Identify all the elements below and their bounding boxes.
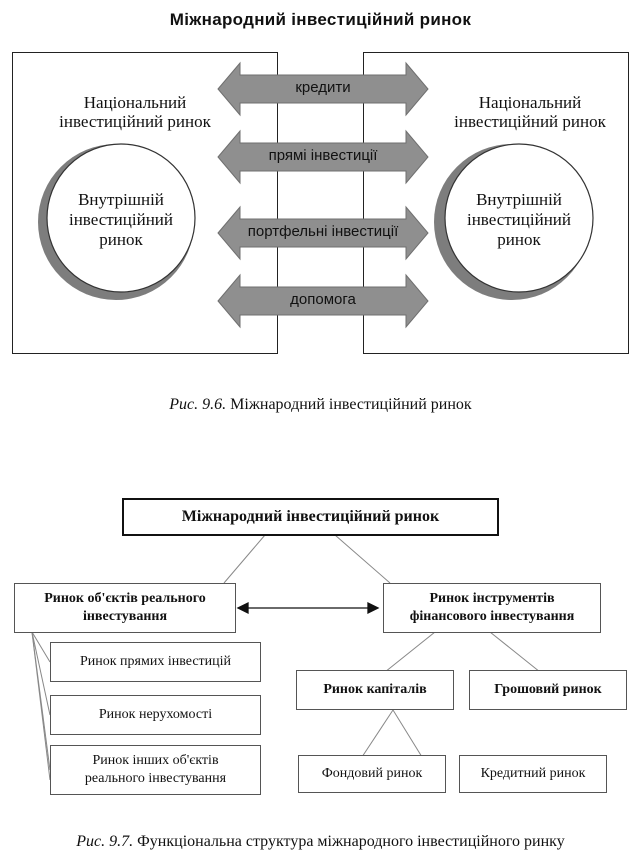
left-inner-line1: Внутрішній xyxy=(78,190,164,209)
bidirectional-link-arrow xyxy=(236,601,380,615)
left-inner-line3: ринок xyxy=(99,230,143,249)
figure1-caption-text: Міжнародний інвестиційний ринок xyxy=(230,396,472,413)
left-national-line1: Національний xyxy=(83,93,187,112)
right-inner-line2: інвестиційний xyxy=(466,210,571,229)
figure1-caption: Рис. 9.6. Міжнародний інвестиційний рино… xyxy=(0,396,641,414)
flow-arrow-direct-investments xyxy=(217,129,429,185)
direct-investments-label: Ринок прямих інвестицій xyxy=(79,654,232,669)
left-national-line2: інвестиційний ринок xyxy=(59,112,211,131)
flow-arrow-aid xyxy=(217,273,429,329)
flow-label-portfolio-investments: портфельні інвестиції xyxy=(247,223,399,240)
financial-market-line2: фінансового інвестування xyxy=(409,609,575,624)
flow-label-credits: кредити xyxy=(295,79,351,96)
financial-investment-market-box: Ринок інструментів фінансового інвестува… xyxy=(383,583,601,633)
figure2-caption: Рис. 9.7. Функціональна структура міжнар… xyxy=(0,833,641,851)
right-national-market-label: Національний інвестиційний ринок xyxy=(435,93,625,131)
right-inner-market-label: Внутрішній інвестиційний ринок xyxy=(454,190,584,250)
real-market-line1: Ринок об'єктів реального xyxy=(44,591,206,606)
credit-market-label: Кредитний ринок xyxy=(480,766,586,781)
right-inner-line3: ринок xyxy=(497,230,541,249)
capital-market-label: Ринок капіталів xyxy=(323,682,427,697)
real-investment-market-box: Ринок об'єктів реального інвестування xyxy=(14,583,236,633)
stock-market-box: Фондовий ринок xyxy=(298,755,446,793)
money-market-label: Грошовий ринок xyxy=(494,682,602,697)
figure2-caption-text: Функціональна структура міжнародного інв… xyxy=(137,833,565,850)
other-real-objects-market-box: Ринок інших об'єктів реального інвестува… xyxy=(50,745,261,795)
root-market-box: Міжнародний інвестиційний ринок xyxy=(122,498,499,536)
flow-arrow-portfolio-investments xyxy=(217,205,429,261)
right-national-line2: інвестиційний ринок xyxy=(454,112,606,131)
real-estate-label: Ринок нерухомості xyxy=(98,707,213,722)
capital-market-box: Ринок капіталів xyxy=(296,670,454,710)
root-market-label: Міжнародний інвестиційний ринок xyxy=(181,508,440,525)
right-national-line1: Національний xyxy=(478,93,582,112)
flow-arrow-credits xyxy=(217,61,429,117)
real-market-line2: інвестування xyxy=(82,609,168,624)
real-estate-market-box: Ринок нерухомості xyxy=(50,695,261,735)
other-real-objects-line1: Ринок інших об'єктів xyxy=(92,753,219,768)
left-inner-line2: інвестиційний xyxy=(68,210,173,229)
flow-label-direct-investments: прямі інвестиції xyxy=(268,147,378,164)
figure2-caption-prefix: Рис. 9.7. xyxy=(76,833,134,850)
flow-label-aid: допомога xyxy=(290,291,356,308)
figure1-caption-prefix: Рис. 9.6. xyxy=(169,396,227,413)
stock-market-label: Фондовий ринок xyxy=(321,766,423,781)
right-inner-market-circle xyxy=(444,143,594,293)
left-national-market-label: Національний інвестиційний ринок xyxy=(40,93,230,131)
credit-market-box: Кредитний ринок xyxy=(459,755,607,793)
money-market-box: Грошовий ринок xyxy=(469,670,627,710)
figure2-connectors xyxy=(31,534,541,781)
right-inner-line1: Внутрішній xyxy=(476,190,562,209)
financial-market-line1: Ринок інструментів xyxy=(429,591,555,606)
other-real-objects-line2: реального інвестування xyxy=(84,771,227,786)
left-inner-market-label: Внутрішній інвестиційний ринок xyxy=(56,190,186,250)
direct-investments-market-box: Ринок прямих інвестицій xyxy=(50,642,261,682)
left-inner-market-circle xyxy=(46,143,196,293)
figure1-title: Міжнародний інвестиційний ринок xyxy=(169,10,472,29)
